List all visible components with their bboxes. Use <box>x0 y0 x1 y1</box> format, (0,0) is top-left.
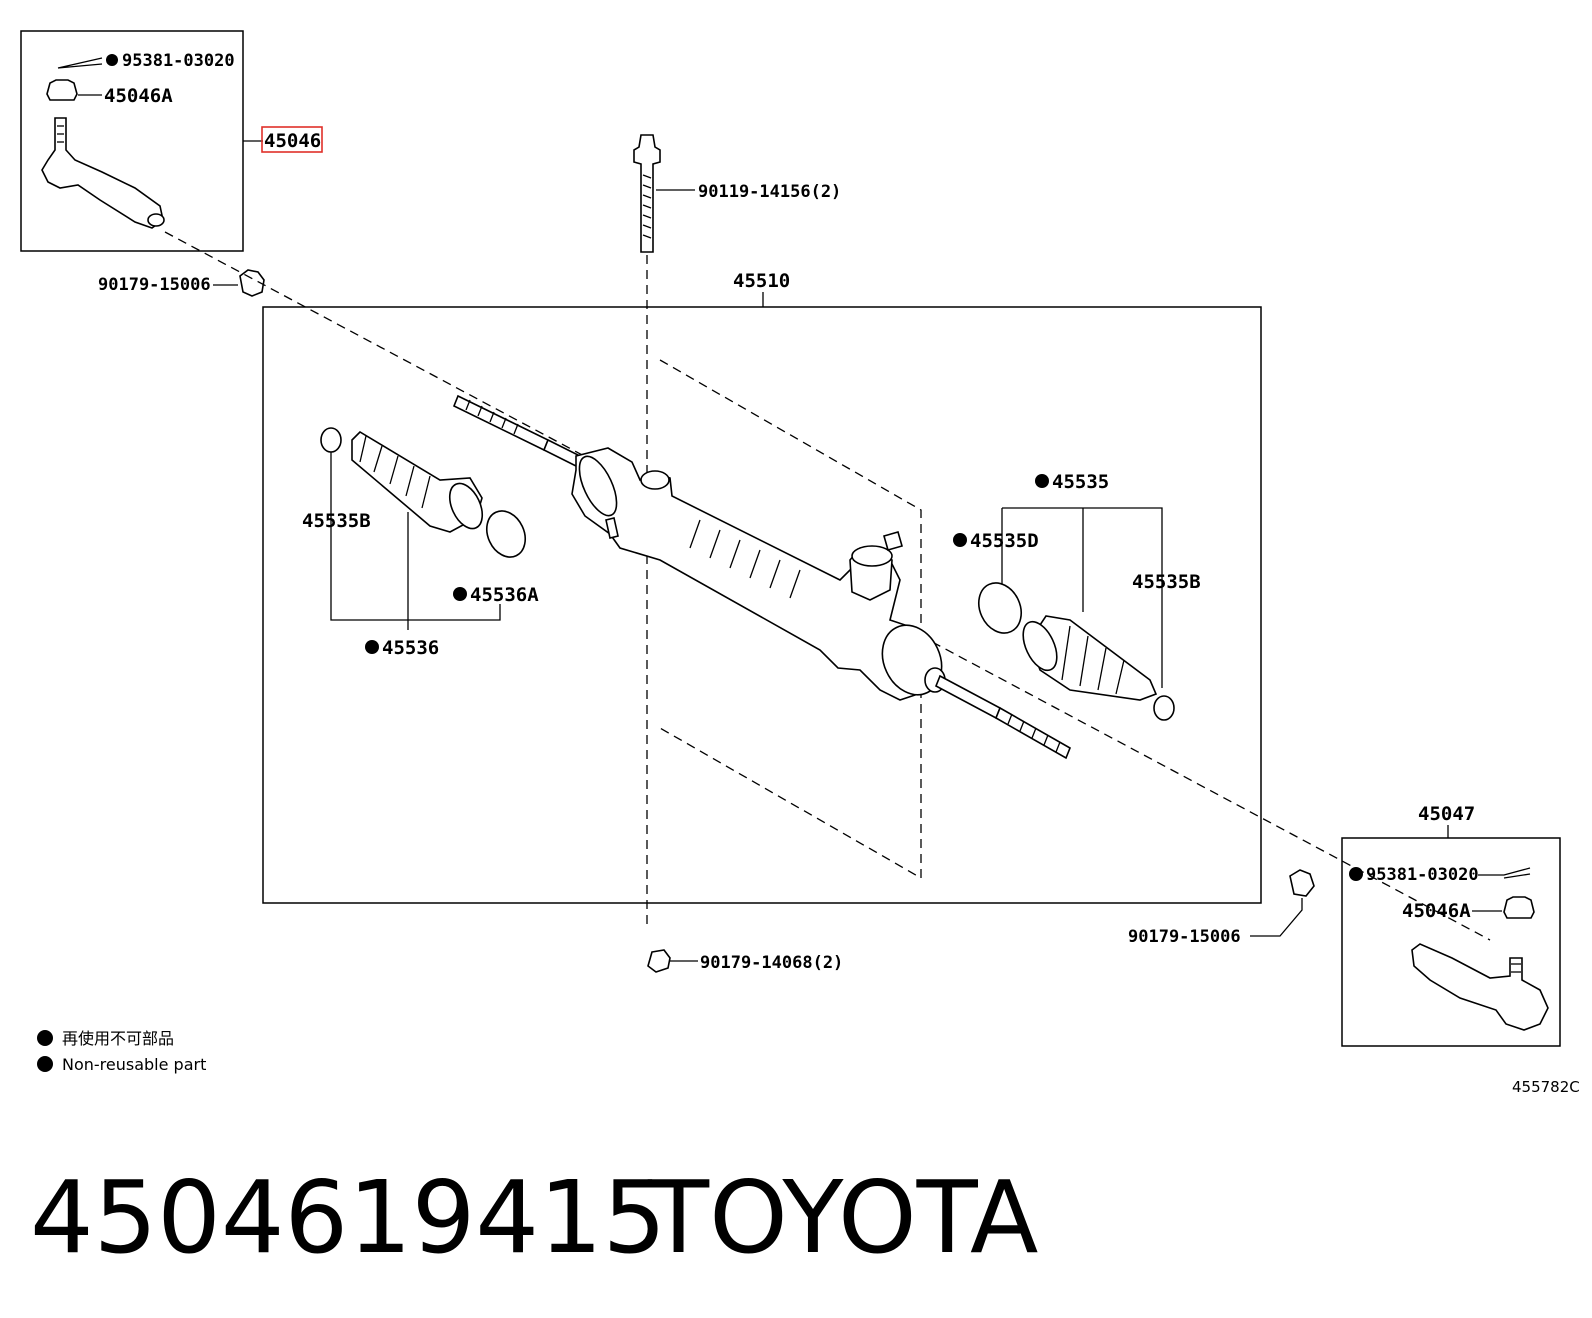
footer-brand: TOYOTA <box>647 1159 1038 1276</box>
label-bolt-top: 90119-14156(2) <box>698 182 841 202</box>
legend: 再使用不可部品 Non-reusable part <box>37 1029 206 1074</box>
nut-right-lower-group: 90179-15006 <box>1128 869 1315 947</box>
castle-nut-left-icon <box>46 79 78 101</box>
label-nut-left: 45046A <box>104 85 173 107</box>
label-tie-rod-end-right: 45047 <box>1418 803 1475 825</box>
label-boot-left-clip: 45536A <box>470 584 539 606</box>
boot-left-assembly: 45535B 45536A 45536 <box>302 427 539 659</box>
label-nut-bottom: 90179-14068(2) <box>700 953 843 973</box>
boot-clamp-right-icon <box>1153 695 1175 721</box>
label-tie-rod-end-left[interactable]: 45046 <box>264 130 321 152</box>
diagram-code: 455782C <box>1512 1078 1580 1096</box>
label-boot-clamp-right: 45535B <box>1132 571 1201 593</box>
highlight-box <box>261 126 323 153</box>
legend-marker-icon <box>37 1030 53 1046</box>
boot-clamp-left-icon <box>320 427 342 453</box>
legend-en: Non-reusable part <box>62 1055 206 1074</box>
tie-rod-end-right-icon <box>1411 943 1549 1031</box>
label-boot-right: 45535 <box>1052 471 1109 493</box>
label-cotter-pin-left: 95381-03020 <box>122 51 235 71</box>
rack-assembly-box <box>262 306 1262 904</box>
label-nut-left-lower: 90179-15006 <box>98 275 211 295</box>
nut-bottom-icon <box>647 949 671 973</box>
non-reusable-marker-icon <box>106 54 118 66</box>
cotter-pin-left-icon <box>57 57 103 69</box>
tie-rod-end-right-box <box>1341 837 1561 1047</box>
label-nut-right: 45046A <box>1402 900 1471 922</box>
tie-rod-end-left-group: 95381-03020 45046A 45046 <box>20 30 323 252</box>
boot-right-clip-icon <box>978 582 1022 634</box>
label-nut-right-lower: 90179-15006 <box>1128 927 1241 947</box>
steering-rack-icon <box>452 394 1072 760</box>
bolt-top-icon <box>633 134 661 253</box>
cotter-pin-right-icon <box>1478 867 1531 879</box>
label-boot-left: 45536 <box>382 637 439 659</box>
boot-left-clip-icon <box>485 510 527 558</box>
legend-jp: 再使用不可部品 <box>62 1029 174 1048</box>
label-boot-right-clip: 45535D <box>970 530 1039 552</box>
bolt-top-group: 90119-14156(2) <box>633 134 841 930</box>
boot-right-assembly: 45535 45535D 45535B <box>953 471 1201 721</box>
label-cotter-pin-right: 95381-03020 <box>1366 865 1479 885</box>
tie-rod-end-left-icon <box>41 117 164 229</box>
label-boot-clamp-left: 45535B <box>302 510 371 532</box>
lock-nut-left-icon <box>239 269 265 297</box>
tie-rod-end-right-group: 45047 95381-03020 45046A <box>1341 803 1561 1047</box>
nut-bottom-group: 90179-14068(2) <box>647 949 843 973</box>
nut-left-lower-group: 90179-15006 <box>98 269 265 297</box>
legend-marker-icon <box>37 1056 53 1072</box>
footer-part-number: 4504619415 <box>30 1159 666 1276</box>
castle-nut-right-icon <box>1503 896 1535 919</box>
lock-nut-right-icon <box>1289 869 1315 897</box>
label-rack-assembly: 45510 <box>733 270 790 292</box>
rack-assembly-group: 45510 <box>262 270 1262 904</box>
